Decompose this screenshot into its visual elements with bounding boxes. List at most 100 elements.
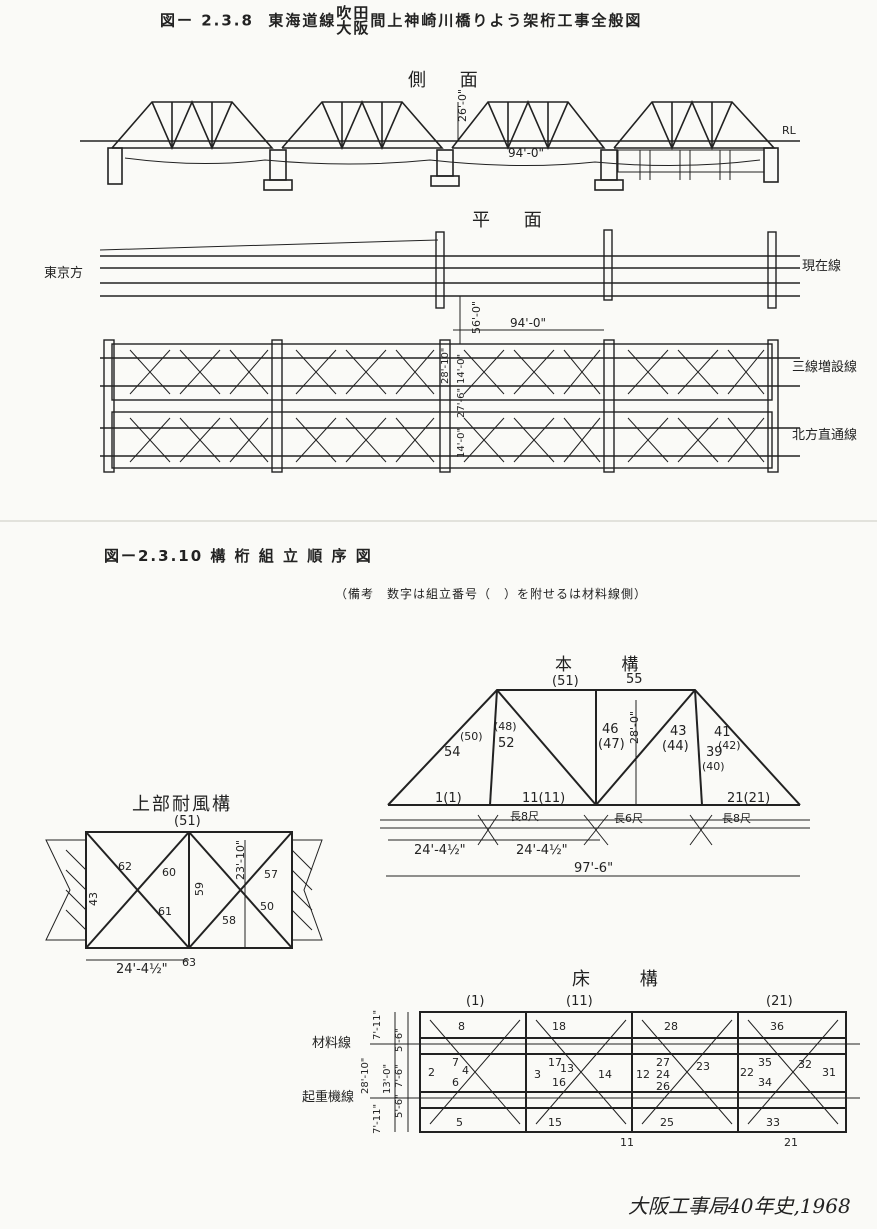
side-span-dim: 94'-0"	[508, 146, 545, 160]
fl-dim-total: 28'-10"	[360, 1057, 371, 1094]
mt-label-44: (44)	[662, 739, 689, 754]
mt-label-40: (40)	[702, 760, 725, 773]
wb-label-51: (51)	[174, 814, 201, 829]
mt-label-51: (51)	[552, 674, 579, 689]
plan-dim-b: 27'-6"	[456, 387, 467, 418]
abutment-left	[107, 147, 123, 185]
wb-label-62: 62	[118, 860, 132, 873]
plan-width-dim: 28'-10"	[440, 347, 451, 384]
mt-label-52: 52	[498, 736, 515, 751]
fl-header-21: (21)	[766, 994, 793, 1009]
mt-bottom-1: 1(1)	[435, 791, 462, 806]
wb-label-59: 59	[193, 882, 206, 896]
river-bed	[124, 157, 761, 167]
truss-2	[281, 99, 444, 151]
pier-3-footing	[594, 179, 624, 191]
floor-system-drawing	[370, 1011, 860, 1133]
crane-line-label: 起重機線	[302, 1090, 355, 1105]
wind-bracing-heading: 上部耐風構	[132, 794, 232, 815]
new-abutment-right	[767, 339, 779, 473]
section-stack: 吹田大阪	[336, 6, 370, 36]
wind-bracing-drawing	[45, 831, 323, 961]
mt-label-42: (42)	[718, 739, 741, 752]
figure-divider	[0, 520, 877, 522]
plan-gap-dim: 56'-0"	[470, 300, 483, 334]
figure-number: 図ー 2.3.8	[160, 11, 254, 30]
fl-num: 8	[458, 1020, 465, 1033]
fl-dim-v1: 7'-11"	[372, 1009, 383, 1040]
pier-3	[600, 149, 618, 181]
pier-2-footing	[430, 175, 460, 187]
fl-num: 27	[656, 1056, 670, 1069]
fl-num: 3	[534, 1068, 541, 1081]
new-abutment-left	[103, 339, 115, 473]
plan-dim-a: 14'-0"	[456, 353, 467, 384]
stack-bottom: 大阪	[336, 19, 371, 37]
wb-width-dim: 24'-4½"	[116, 962, 168, 977]
fl-num: 15	[548, 1116, 562, 1129]
fl-num: 24	[656, 1068, 670, 1081]
pier-2	[436, 149, 454, 177]
fl-num: 23	[696, 1060, 710, 1073]
fl-num: 6	[452, 1076, 459, 1089]
pier-1	[269, 149, 287, 181]
fl-dim-v6: 7'-11"	[372, 1103, 383, 1134]
wb-label-57: 57	[264, 868, 278, 881]
mt-dim-2: 24'-4½"	[516, 843, 568, 858]
mt-label-50: (50)	[460, 730, 483, 743]
side-height-dim: 26'-0"	[456, 88, 469, 122]
fl-num: 4	[462, 1064, 469, 1077]
fl-num: 14	[598, 1068, 612, 1081]
fl-num: 5	[456, 1116, 463, 1129]
fl-dim-v3: 7'-6"	[394, 1064, 405, 1088]
truss-4	[613, 99, 776, 151]
mt-post-3: 長8尺	[722, 812, 751, 825]
fl-num: 16	[552, 1076, 566, 1089]
plan-dim-c: 14'-0"	[456, 427, 467, 458]
wb-label-58: 58	[222, 914, 236, 927]
wb-label-43: 43	[87, 892, 100, 906]
fl-bottom-21: 21	[784, 1136, 798, 1149]
fl-num: 31	[822, 1066, 836, 1079]
wb-label-50: 50	[260, 900, 274, 913]
figure-title-2-3-10: 図ー2.3.10 構 桁 組 立 順 序 図	[104, 547, 373, 565]
fl-num: 28	[664, 1020, 678, 1033]
plan-span-dim: 94'-0"	[510, 316, 547, 330]
side-view-drawing	[80, 99, 800, 191]
fl-num: 33	[766, 1116, 780, 1129]
fl-num: 13	[560, 1062, 574, 1075]
fl-header-1: (1)	[466, 994, 485, 1009]
new-pier-3	[603, 339, 615, 473]
fl-num: 7	[452, 1056, 459, 1069]
rl-label: RL	[782, 124, 796, 137]
embankment-edge	[99, 239, 439, 251]
fl-num: 32	[798, 1058, 812, 1071]
fl-dim-v4: 13'-0"	[382, 1063, 393, 1094]
mt-post-2: 長6尺	[614, 812, 643, 825]
plan-view-heading: 平 面	[472, 210, 556, 231]
mt-dim-1: 24'-4½"	[414, 843, 466, 858]
mt-label-54: 54	[444, 745, 461, 760]
floor-heading: 床 構	[572, 969, 680, 990]
fl-bottom-11: 11	[620, 1136, 634, 1149]
fl-num: 22	[740, 1066, 754, 1079]
wb-label-61: 61	[158, 905, 172, 918]
mt-label-55: 55	[626, 672, 643, 687]
mt-bottom-11: 11(11)	[522, 791, 566, 806]
existing-line-label: 現在線	[802, 259, 842, 274]
tokyo-side-label: 東京方	[44, 266, 84, 281]
mt-label-39: 39	[706, 745, 723, 760]
fl-num: 12	[636, 1068, 650, 1081]
abutment-right	[763, 147, 779, 183]
mt-label-41: 41	[714, 725, 731, 740]
title-suffix: 間上神崎川橋りよう架桁工事全般図	[370, 11, 643, 30]
plan-view-drawing	[99, 229, 800, 473]
main-truss-drawing	[380, 689, 810, 877]
mt-height-dim: 28'-0"	[628, 710, 641, 744]
north-line-label: 北方直通線	[792, 428, 858, 443]
mt-label-43: 43	[670, 724, 687, 739]
fl-num: 2	[428, 1066, 435, 1079]
material-line-label: 材料線	[312, 1036, 352, 1051]
main-truss-heading: 本 構	[555, 655, 661, 675]
